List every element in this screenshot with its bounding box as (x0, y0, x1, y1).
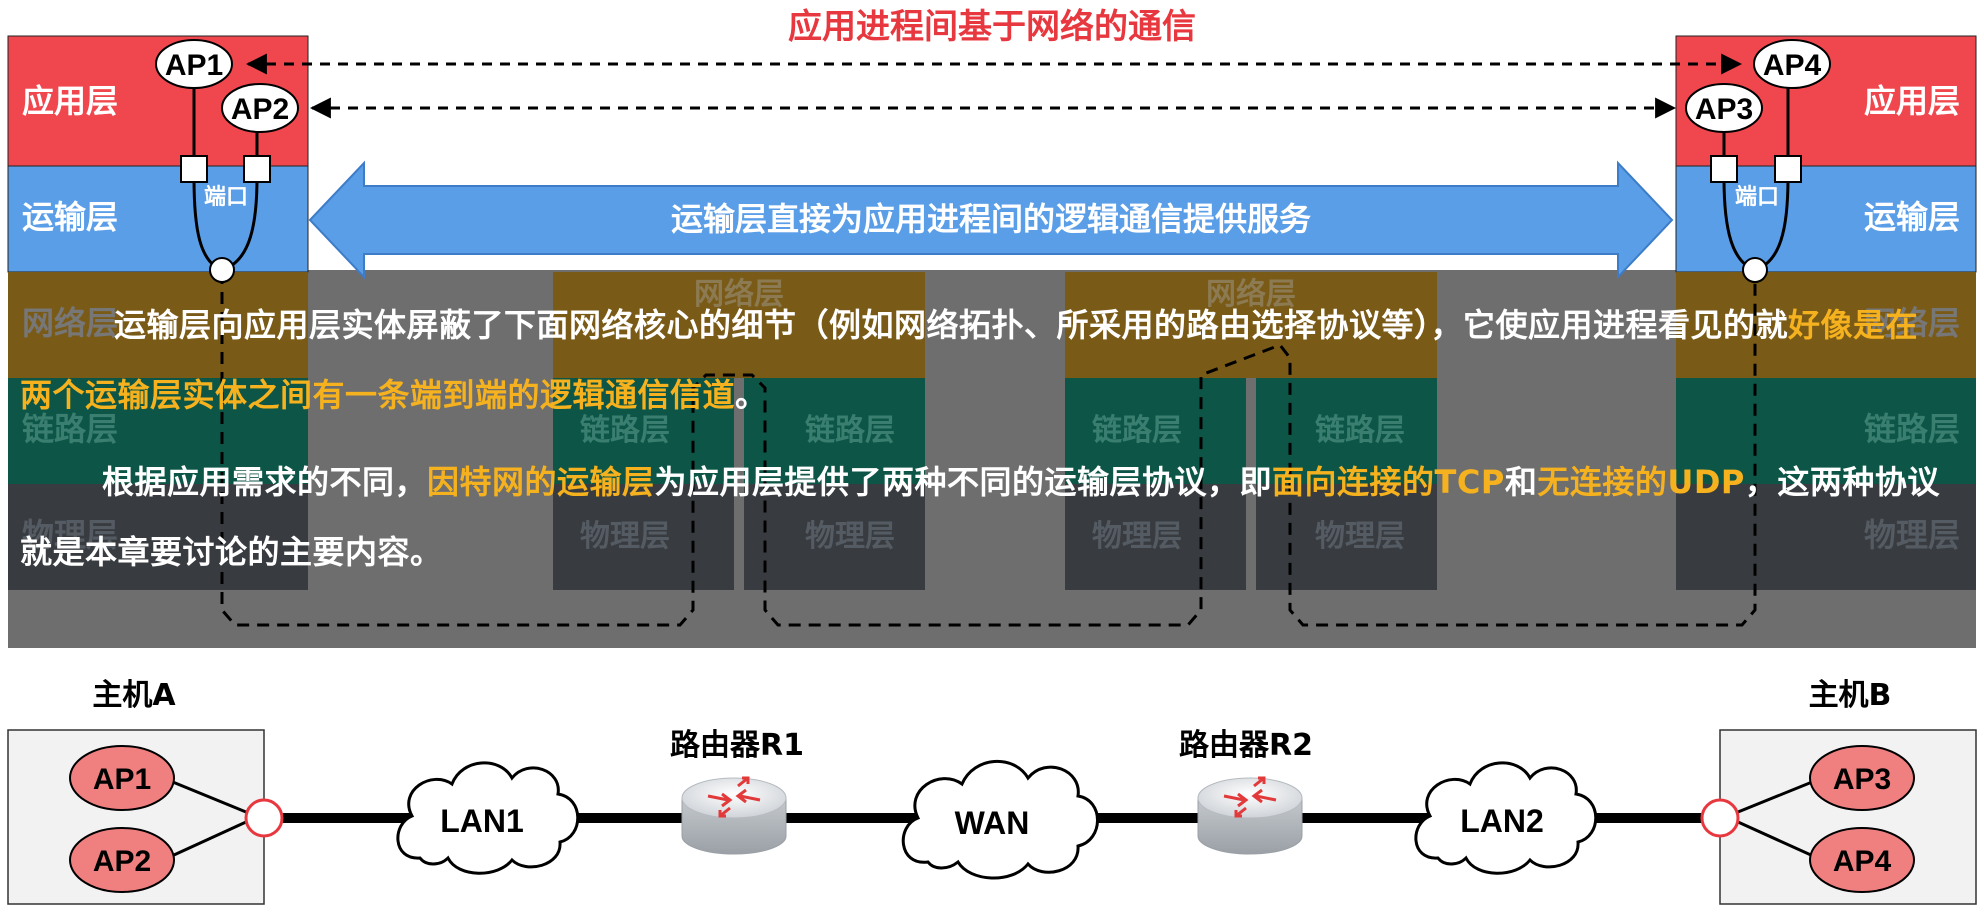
router1-icon (681, 776, 787, 855)
host-b-physical-layer-label: 物理层 (1864, 516, 1960, 554)
paragraph-1-text: 运输层向应用层实体屏蔽了下面网络核心的细节（例如网络拓扑、所采用的路由选择协议等… (114, 306, 1789, 344)
router1-physical-label-left: 物理层 (580, 519, 670, 554)
router2-link-layer-right (1256, 378, 1437, 484)
host-a-link-layer (8, 378, 308, 484)
paragraph-2-text-a: 根据应用需求的不同， (102, 463, 428, 501)
paragraph-2-text-d: ，这两种协议就是本章要讨论的主要内容。 (20, 463, 1940, 571)
host-b-interface (1700, 798, 1740, 838)
router1-physical-layer-left (553, 484, 734, 590)
router1-link-label-left: 链路层 (580, 413, 670, 448)
lan1-label: LAN1 (440, 803, 524, 839)
router2-label: 路由器R2 (1179, 728, 1313, 763)
host-a-transport-layer-label: 运输层 (22, 198, 118, 236)
host-a-ap1-text: AP1 (93, 763, 151, 796)
paragraph-2-text-b: 为应用层提供了两种不同的运输层协议，即 (654, 463, 1273, 501)
host-b-network-layer (1676, 272, 1976, 378)
transport-service-arrow (308, 160, 1674, 280)
host-b-transport-endpoint (1742, 257, 1768, 283)
paragraph-2-text-c: 和 (1504, 463, 1538, 501)
paragraph-2-highlight-internet-transport: 因特网的运输层 (427, 463, 655, 501)
host-a-ap2-link (162, 820, 247, 862)
router2-icon (1197, 776, 1303, 855)
host-a-label: 主机A (92, 678, 176, 713)
router1-network-layer-label: 网络层 (694, 277, 784, 312)
host-b-ap3-bubble (1685, 83, 1763, 133)
transport-service-label: 运输层直接为应用进程间的逻辑通信提供服务 (671, 200, 1311, 238)
host-b-ap4-ellipse (1809, 827, 1915, 893)
host-a-ap2-bubble (221, 83, 299, 133)
host-b-ap4-label: AP4 (1763, 49, 1822, 82)
host-b-ap3-ellipse (1809, 745, 1915, 811)
host-a-port-label: 端口 (204, 185, 248, 210)
router1-link-layer-left (553, 378, 734, 484)
wan-cloud: WAN (901, 760, 1099, 880)
router1-physical-layer-right (744, 484, 925, 590)
host-a-port2 (243, 155, 271, 183)
wan-label: WAN (955, 805, 1030, 841)
host-b-ap3-label: AP3 (1695, 93, 1753, 126)
router2-network-layer (1065, 272, 1437, 378)
host-b-ap3-text: AP3 (1833, 763, 1891, 796)
router2-physical-layer-right (1256, 484, 1437, 590)
overlay-background (8, 270, 1976, 648)
host-b-transport-layer-label: 运输层 (1864, 198, 1960, 236)
host-a-port1 (180, 155, 208, 183)
host-a-link-layer-label: 链路层 (22, 410, 118, 448)
router1-network-layer (553, 272, 925, 378)
router2-physical-label-right: 物理层 (1315, 519, 1405, 554)
host-b-label: 主机B (1809, 678, 1892, 713)
host-b-network-layer-label: 网络层 (1864, 304, 1960, 342)
lan2-cloud: LAN2 (1414, 761, 1598, 875)
host-b-link-layer-label: 链路层 (1864, 410, 1960, 448)
host-a-app-layer-label: 应用层 (22, 82, 118, 120)
host-a-ap2-text: AP2 (93, 845, 151, 878)
paragraph-1-highlight: 好像是在两个运输层实体之间有一条端到端的逻辑通信信道 (20, 306, 1919, 414)
host-a-interface (244, 798, 284, 838)
router2-link-layer-left (1065, 378, 1246, 484)
host-b-port4 (1774, 155, 1802, 183)
host-a-physical-layer-label: 物理层 (22, 516, 118, 554)
host-b-ap3-link (1737, 776, 1823, 814)
paragraph-1-end: 。 (735, 376, 768, 414)
router2-network-layer-label: 网络层 (1206, 277, 1296, 312)
host-b-link-layer (1676, 378, 1976, 484)
host-b-port-label: 端口 (1735, 185, 1779, 210)
host-a-ap1-label: AP1 (165, 49, 223, 82)
host-a-ap2-label: AP2 (231, 93, 289, 126)
lan1-cloud: LAN1 (396, 761, 580, 875)
logical-path-dashed (220, 272, 1757, 627)
host-a-ap1-ellipse (69, 745, 175, 811)
host-a-ap1-bubble (155, 39, 233, 89)
host-b-ap4-text: AP4 (1833, 845, 1892, 878)
paragraph-2-highlight-tcp: 面向连接的TCP (1272, 463, 1505, 501)
router2-link-label-right: 链路层 (1315, 413, 1405, 448)
router1-label: 路由器R1 (670, 728, 804, 763)
paragraph-2: 根据应用需求的不同，因特网的运输层为应用层提供了两种不同的运输层协议，即面向连接… (20, 447, 1950, 587)
host-b-app-layer-label: 应用层 (1864, 82, 1960, 120)
host-b-ap4-link (1737, 820, 1823, 862)
router1-physical-label-right: 物理层 (805, 519, 895, 554)
host-b-ap4-bubble (1753, 39, 1831, 89)
host-a-transport-endpoint (209, 257, 235, 283)
paragraph-1: 运输层向应用层实体屏蔽了下面网络核心的细节（例如网络拓扑、所采用的路由选择协议等… (20, 290, 1950, 430)
router2-physical-label-left: 物理层 (1092, 519, 1182, 554)
paragraph-2-highlight-udp: 无连接的UDP (1537, 463, 1745, 501)
lan2-label: LAN2 (1460, 803, 1544, 839)
host-a-physical-layer (8, 484, 308, 590)
diagram-title: 应用进程间基于网络的通信 (788, 7, 1196, 47)
host-b-port3 (1710, 155, 1738, 183)
router2-physical-layer-left (1065, 484, 1246, 590)
router2-link-label-left: 链路层 (1092, 413, 1182, 448)
router1-link-label-right: 链路层 (805, 413, 895, 448)
router1-link-layer-right (744, 378, 925, 484)
host-a-network-layer (8, 272, 308, 378)
host-a-network-layer-label: 网络层 (22, 304, 118, 342)
host-a-ap1-link (162, 776, 247, 814)
host-a-ap2-ellipse (69, 827, 175, 893)
host-b-physical-layer (1676, 484, 1976, 590)
